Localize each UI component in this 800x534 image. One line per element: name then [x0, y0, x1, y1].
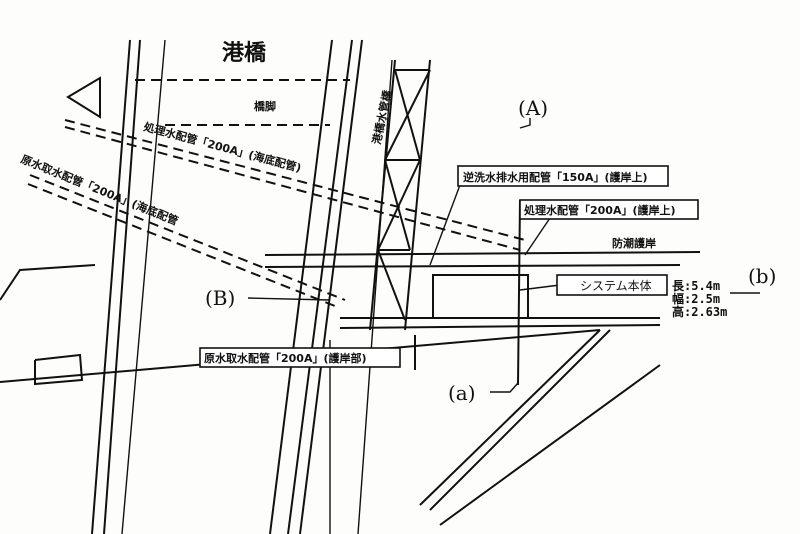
dimension-height: 高:2.63m — [672, 304, 727, 319]
system-body-unit — [432, 274, 529, 319]
marker-b: (b) — [748, 264, 776, 288]
treated-pipe-revetment-label: 処理水配管「200A」(護岸上) — [523, 203, 676, 217]
water-pipe-bridge-label: 港橋水管橋 — [369, 88, 394, 146]
treated-pipe-seabed — [64, 119, 526, 251]
system-body-label-box — [556, 274, 668, 296]
backwash-pipe-label-box — [457, 165, 669, 187]
treated-pipe-revetment-label-box — [519, 199, 699, 220]
system-body-label: システム本体 — [580, 279, 652, 293]
raw-pipe-seabed — [27, 174, 346, 309]
marker-B: (B) — [205, 286, 235, 310]
raw-pipe-revetment-label-box — [199, 347, 401, 368]
pier-label: 橋脚 — [254, 99, 276, 113]
backwash-pipe-label: 逆洗水排水用配管「150A」(護岸上) — [463, 170, 648, 184]
truss-bridge — [369, 59, 431, 331]
left-quay — [0, 264, 96, 386]
bridge-name: 港橋 — [222, 41, 267, 66]
direction-triangle-icon — [66, 76, 101, 119]
dimension-length: 長:5.4m — [672, 278, 720, 293]
seawall-label: 防潮護岸 — [612, 236, 656, 250]
dimension-width: 幅:2.5m — [672, 291, 720, 306]
pier-outline — [135, 79, 350, 126]
raw-pipe-revetment-label: 原水取水配管「200A」(護岸部) — [204, 351, 367, 365]
bridge-lines — [91, 39, 393, 534]
marker-a: (a) — [448, 381, 476, 405]
seawall-lines — [0, 199, 701, 534]
leader-lines — [247, 118, 760, 393]
marker-A: (A) — [518, 96, 548, 120]
